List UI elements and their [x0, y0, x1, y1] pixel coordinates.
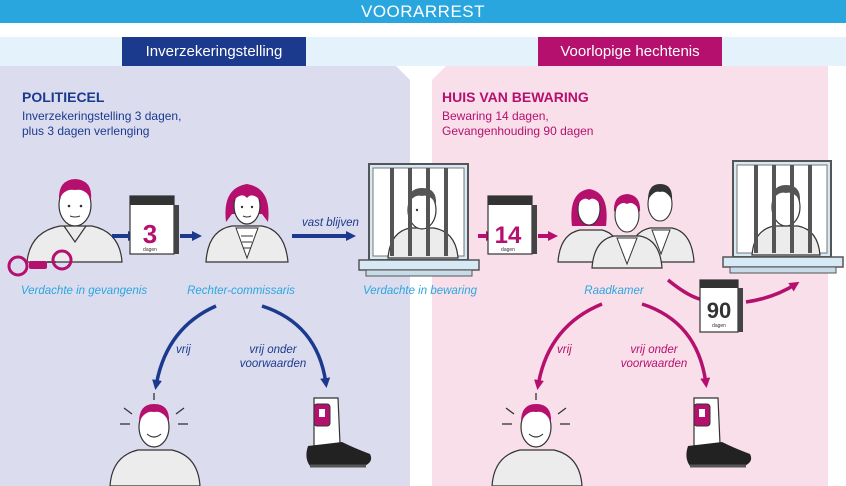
caption-suspect: Verdachte in gevangenis: [20, 285, 148, 297]
right-panel-text: HUIS VAN BEWARING Bewaring 14 dagen, Gev…: [442, 89, 593, 139]
label-free-right: vrij: [557, 344, 572, 356]
label-conditional-left-2: voorwaarden: [239, 358, 307, 370]
suspect-figure: [26, 179, 123, 263]
left-panel-bg: [0, 66, 410, 486]
label-stay-detained: vast blijven: [302, 217, 359, 229]
calendar-90-number: 90: [707, 298, 731, 323]
phase-label-voorlopige-hechtenis: Voorlopige hechtenis: [538, 37, 722, 66]
handcuffs-icon: [7, 249, 73, 277]
arrow-judge-to-free: [152, 304, 217, 390]
caption-judge: Rechter-commissaris: [187, 285, 295, 297]
caption-council: Raadkamer: [584, 285, 644, 297]
calendar-90-unit: dagen: [712, 323, 726, 329]
judge-figure: [205, 184, 289, 263]
label-conditional-right-1: vrij onder: [630, 344, 678, 356]
prison-window-1: [358, 163, 480, 277]
calendar-14-unit: dagen: [501, 247, 515, 253]
calendar-14-icon: 14 dagen: [487, 195, 537, 255]
left-panel-text: POLITIECEL Inverzekeringstelling 3 dagen…: [22, 89, 181, 139]
arrow-council-to-conditional: [641, 302, 711, 388]
label-conditional-left-1: vrij onder: [249, 344, 297, 356]
right-panel-title: HUIS VAN BEWARING: [442, 89, 589, 105]
left-panel-title: POLITIECEL: [22, 89, 105, 105]
left-panel-line: Inverzekeringstelling 3 dagen,: [22, 109, 182, 123]
right-panel-line: Bewaring 14 dagen,: [442, 109, 549, 123]
calendar-3-unit: dagen: [143, 247, 157, 253]
right-panel-line: Gevangenhouding 90 dagen: [442, 124, 594, 138]
left-panel-notch: [396, 66, 410, 80]
calendar-3-number: 3: [143, 219, 157, 249]
arrow-council-to-free: [534, 302, 603, 390]
ankle-monitor-left: [306, 397, 372, 468]
left-panel-line: plus 3 dagen verlenging: [22, 124, 150, 138]
calendar-90-icon: 90 dagen: [699, 279, 743, 333]
calendar-14-number: 14: [495, 222, 522, 249]
arrow-judge-to-conditional: [261, 304, 331, 388]
right-panel-bg: [432, 66, 828, 486]
caption-detained: Verdachte in bewaring: [362, 285, 478, 297]
label-conditional-right-2: voorwaarden: [620, 358, 688, 370]
freed-person-right: [491, 393, 583, 486]
phase-label-inverzekeringstelling: Inverzekeringstelling: [122, 37, 306, 66]
prison-window-2: [722, 160, 844, 274]
council-figure: [557, 184, 695, 269]
freed-person-left: [109, 393, 201, 486]
ankle-monitor-right: [686, 397, 752, 468]
label-free-left: vrij: [176, 344, 191, 356]
page-title: VOORARREST: [0, 0, 846, 23]
calendar-3-icon: 3 dagen: [129, 195, 179, 255]
arrow-custody-to-window: [745, 281, 800, 304]
